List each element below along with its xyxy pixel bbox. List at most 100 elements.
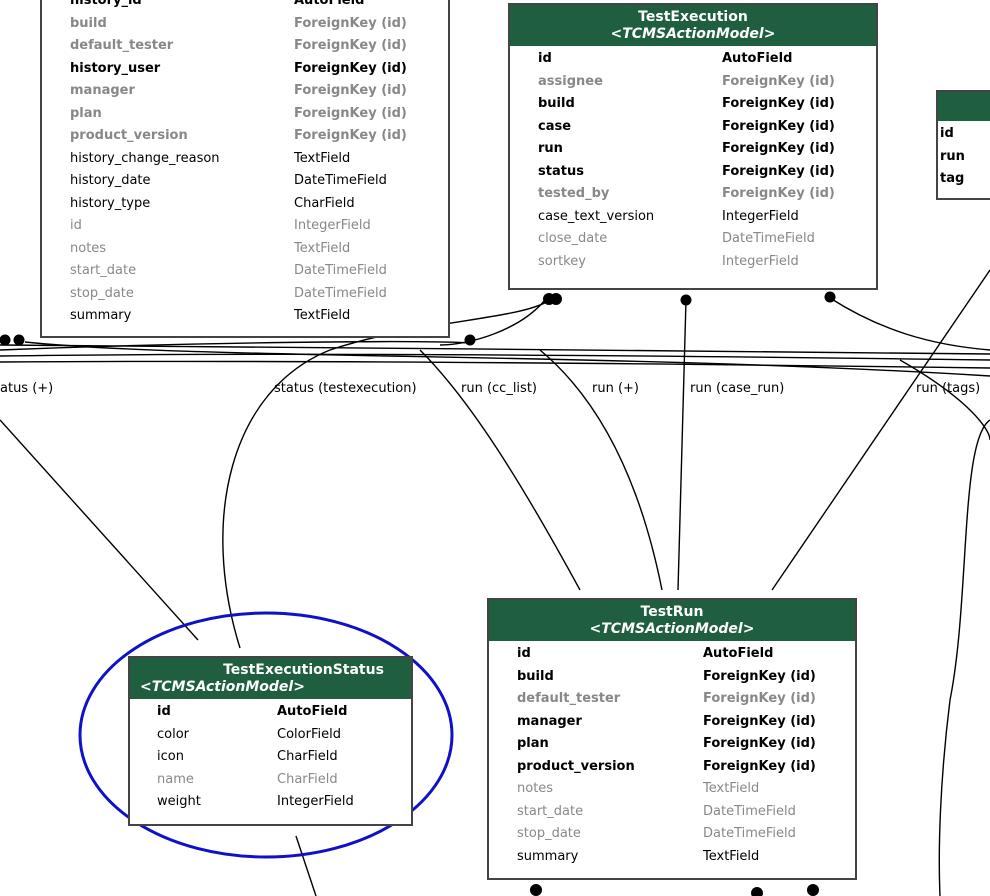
field-type: ForeignKey (id) [294, 105, 407, 121]
field-row: name CharField [130, 769, 411, 792]
field-type: ForeignKey (id) [722, 141, 835, 156]
edge-dot [464, 334, 476, 346]
model-title: TestRun [640, 604, 704, 620]
field-type: IntegerField [277, 794, 354, 809]
field-name: build [70, 15, 107, 31]
edge-bundle-2 [0, 360, 990, 369]
edge-dot [824, 291, 836, 303]
field-name: case [538, 118, 572, 134]
model-subtitle: <TCMSActionModel> [610, 26, 776, 42]
field-name: start_date [70, 263, 137, 278]
field-name: build [538, 96, 575, 111]
field-name: case_text_version [538, 208, 655, 224]
field-name: stop_date [70, 285, 134, 301]
field-name: product_version [70, 128, 188, 143]
field-type: ForeignKey (id) [703, 758, 816, 774]
field-row: id AutoField [489, 643, 855, 666]
field-name: id [70, 218, 82, 233]
field-name: run [538, 141, 563, 156]
field-type: DateTimeField [294, 173, 387, 188]
edge-dot [807, 884, 819, 896]
field-type: DateTimeField [294, 285, 387, 301]
edge-bundle-1 [0, 353, 990, 361]
field-name: notes [517, 781, 554, 796]
edge-dot [680, 294, 692, 306]
field-row: run [938, 146, 990, 169]
field-name: id [940, 126, 954, 141]
edge-dot [0, 334, 11, 346]
field-name: notes [70, 240, 107, 256]
testrun-tag-model[interactable]: id run tag [936, 90, 990, 200]
field-name: id [157, 704, 171, 719]
edge-label-status-plus: atus (+) [0, 381, 54, 396]
field-type: AutoField [277, 704, 348, 719]
field-name: status [538, 163, 584, 179]
field-row: build ForeignKey (id) [42, 13, 448, 36]
field-name: id [517, 646, 531, 661]
model-header: TestRun <TCMSActionModel> [489, 600, 855, 641]
field-row: id AutoField [130, 701, 411, 724]
field-name: default_tester [70, 38, 174, 53]
field-type: CharField [294, 195, 355, 211]
edge-dot [530, 884, 542, 896]
field-name: run [940, 148, 965, 164]
field-name: manager [517, 713, 582, 729]
field-type: CharField [277, 771, 338, 787]
field-name: color [157, 726, 190, 742]
field-type: ForeignKey (id) [703, 668, 816, 684]
field-name: start_date [517, 803, 584, 819]
edge-run-tags [771, 269, 990, 591]
field-type: IntegerField [722, 253, 799, 269]
edge-right-curve [899, 359, 990, 441]
field-type: ForeignKey (id) [722, 118, 835, 134]
field-type: ForeignKey (id) [294, 15, 407, 31]
field-type: DateTimeField [703, 803, 796, 819]
field-type: TextField [703, 781, 760, 796]
field-name: product_version [517, 758, 635, 774]
field-type: TextField [294, 150, 351, 166]
field-name: plan [517, 736, 549, 751]
field-type: ForeignKey (id) [722, 96, 835, 111]
edge-right-down [938, 419, 990, 896]
field-type: TextField [294, 240, 351, 256]
edge-label-status-testexecution: status (testexecution) [274, 381, 417, 396]
field-type: ForeignKey (id) [294, 83, 407, 98]
field-row: case ForeignKey (id) [510, 116, 876, 139]
field-type: AutoField [703, 646, 774, 661]
field-name: stop_date [517, 826, 581, 841]
highlight-ellipse [78, 611, 454, 859]
field-name: tag [940, 171, 965, 186]
field-type: ForeignKey (id) [722, 73, 835, 89]
edge-label-run-tags: run (tags) [916, 381, 981, 396]
field-name: close_date [538, 231, 608, 246]
field-row: run ForeignKey (id) [510, 138, 876, 161]
field-name: summary [517, 848, 579, 864]
field-name: name [157, 771, 194, 787]
field-row: product_version ForeignKey (id) [489, 756, 855, 779]
field-type: AutoField [722, 51, 793, 66]
field-type: ForeignKey (id) [294, 60, 407, 76]
testexecutionstatus-model[interactable]: TestExecutionStatus <TCMSActionModel> id… [128, 656, 413, 826]
